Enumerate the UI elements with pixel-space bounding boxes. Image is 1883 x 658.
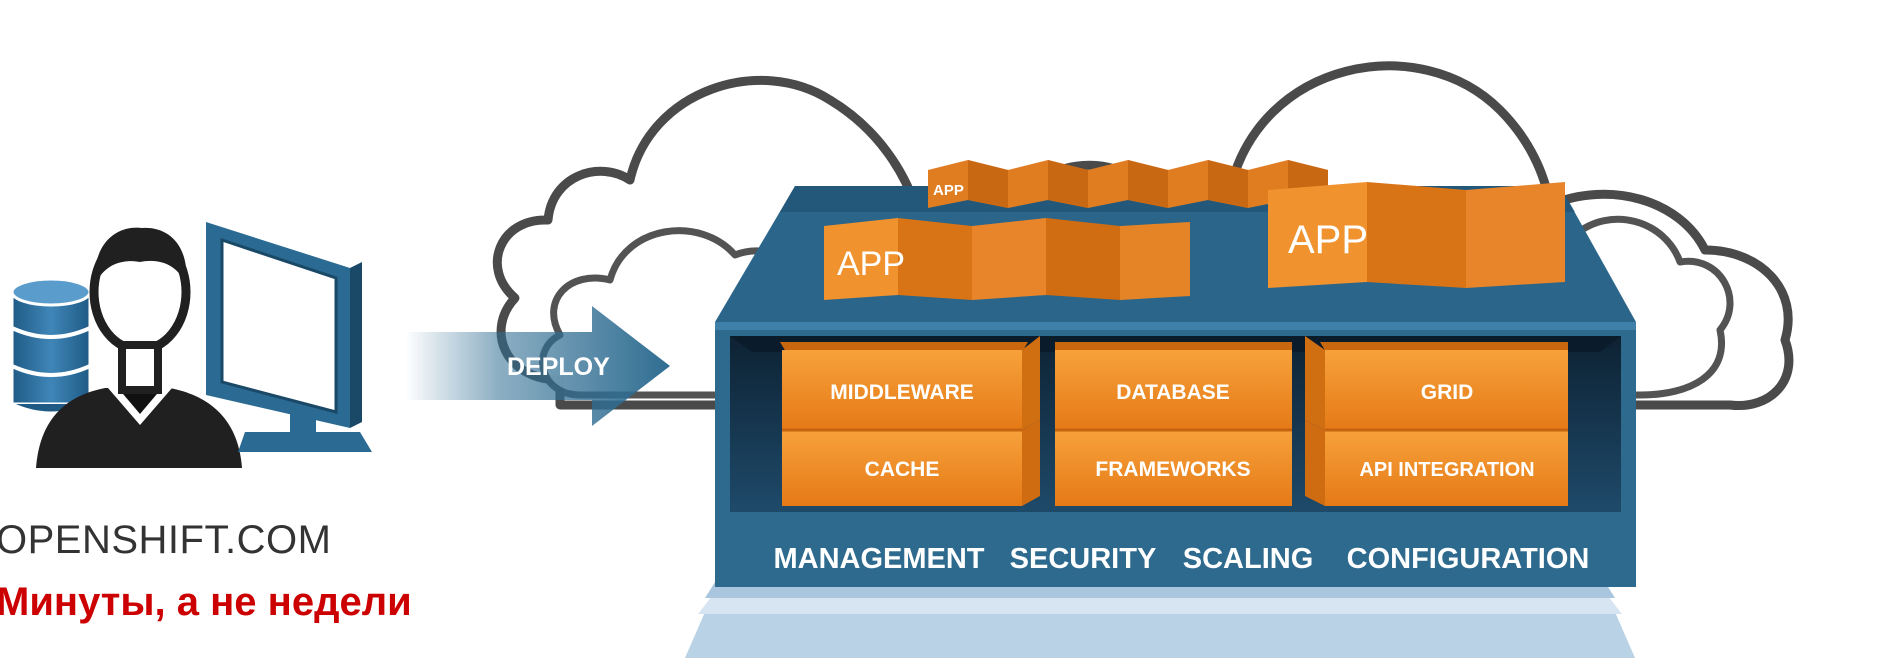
app-block-small: APP [928, 160, 1328, 208]
service-label: DATABASE [1116, 381, 1230, 404]
service-grid: MIDDLEWARE CACHE DATABASE FRAMEWORKS GRI… [780, 336, 1568, 506]
feature-management: MANAGEMENT [773, 543, 984, 575]
platform-layer [698, 596, 1622, 614]
service-box-grid: GRID [1305, 336, 1568, 430]
app-block-left: APP [824, 218, 1190, 300]
service-label: MIDDLEWARE [830, 381, 974, 404]
service-box-frameworks: FRAMEWORKS [1055, 428, 1292, 506]
monitor-icon [206, 222, 372, 452]
database-icon [10, 277, 92, 415]
tagline: Минуты, а не недели [0, 580, 412, 624]
service-box-database: DATABASE [1055, 342, 1292, 430]
site-url: OPENSHIFT.COM [0, 518, 332, 562]
app-label: APP [837, 245, 905, 283]
deploy-arrow-icon: DEPLOY [405, 306, 670, 426]
user-icon [36, 227, 242, 468]
app-block-right: APP [1268, 182, 1565, 288]
service-label: GRID [1421, 381, 1474, 404]
service-label: API INTEGRATION [1359, 459, 1534, 481]
platform-layer [685, 612, 1635, 658]
feature-security: SECURITY [1010, 543, 1157, 575]
deploy-label: DEPLOY [507, 353, 610, 381]
service-label: FRAMEWORKS [1095, 458, 1250, 481]
app-label: APP [933, 182, 964, 199]
platform-features: MANAGEMENT SECURITY SCALING CONFIGURATIO… [773, 543, 1589, 575]
feature-configuration: CONFIGURATION [1347, 543, 1590, 575]
app-label: APP [1288, 218, 1368, 262]
service-box-cache: CACHE [782, 420, 1040, 506]
feature-scaling: SCALING [1183, 543, 1314, 575]
service-box-api-integration: API INTEGRATION [1305, 420, 1568, 506]
service-box-middleware: MIDDLEWARE [780, 336, 1040, 430]
service-label: CACHE [865, 458, 940, 481]
